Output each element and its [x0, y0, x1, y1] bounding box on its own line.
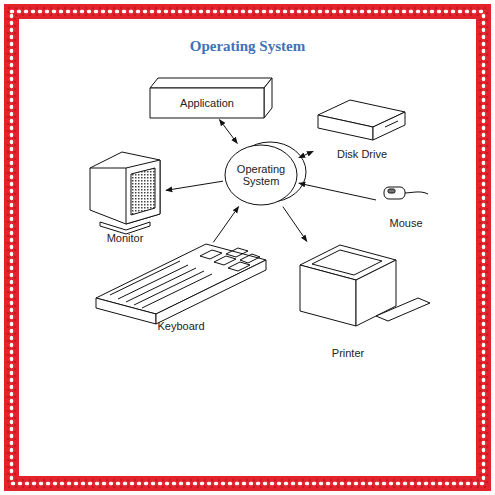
- key-row: [134, 271, 204, 305]
- disk-side: [373, 112, 405, 140]
- application-side: [264, 78, 272, 118]
- node-label: Application: [180, 97, 234, 109]
- key-row: [118, 265, 188, 299]
- keyboard-side: [156, 260, 266, 324]
- border-band: [4, 4, 491, 491]
- mouse-cord: [404, 192, 428, 194]
- connector-arrow: [166, 181, 223, 190]
- connector-arrow: [299, 151, 313, 158]
- disk-front: [318, 115, 373, 140]
- key: [226, 248, 248, 257]
- border-dots: [15, 15, 480, 480]
- key-row: [110, 261, 180, 295]
- key: [240, 254, 260, 263]
- device-node: Monitor: [86, 150, 164, 244]
- key: [214, 256, 236, 265]
- connector-arrow: [299, 183, 376, 200]
- connector-arrow: [219, 120, 237, 144]
- node-label: Keyboard: [157, 320, 204, 332]
- device-node: Disk Drive: [315, 98, 409, 160]
- node-label: Printer: [332, 347, 364, 359]
- os-front-ellipse: [225, 145, 297, 205]
- key-row: [142, 274, 212, 308]
- application-front: [150, 88, 264, 118]
- device-node: Application: [150, 88, 264, 118]
- device-node: Keyboard: [96, 244, 266, 332]
- connector-arrow: [213, 207, 238, 243]
- device-node: Operating System: [225, 145, 297, 205]
- monitor-front: [126, 160, 160, 224]
- key: [200, 250, 222, 259]
- mouse-button: [388, 189, 395, 193]
- monitor-edge: [90, 168, 126, 169]
- diagram-title: Operating System: [0, 38, 495, 55]
- keyboard-keys: [110, 248, 260, 308]
- application-top: [150, 78, 272, 88]
- page-area: [19, 19, 476, 476]
- node-label: Mouse: [389, 217, 422, 229]
- node-label: Disk Drive: [337, 148, 387, 160]
- border-flowers: [12, 12, 484, 484]
- node-label: Monitor: [107, 232, 144, 244]
- mouse-body: [384, 187, 405, 199]
- disk-slot: [385, 121, 398, 127]
- key-row: [126, 268, 196, 302]
- monitor-body: [90, 152, 160, 224]
- device-drawings: [90, 78, 430, 326]
- printer-front: [300, 265, 356, 326]
- device-node: Printer: [298, 243, 398, 359]
- device-node: Mouse: [378, 184, 434, 229]
- node-label: Operating System: [232, 163, 290, 187]
- key: [228, 262, 250, 271]
- connector-arrow: [283, 207, 307, 242]
- printer-tray: [376, 298, 430, 321]
- monitor-screen: [131, 168, 155, 215]
- border-dots: [8, 8, 487, 487]
